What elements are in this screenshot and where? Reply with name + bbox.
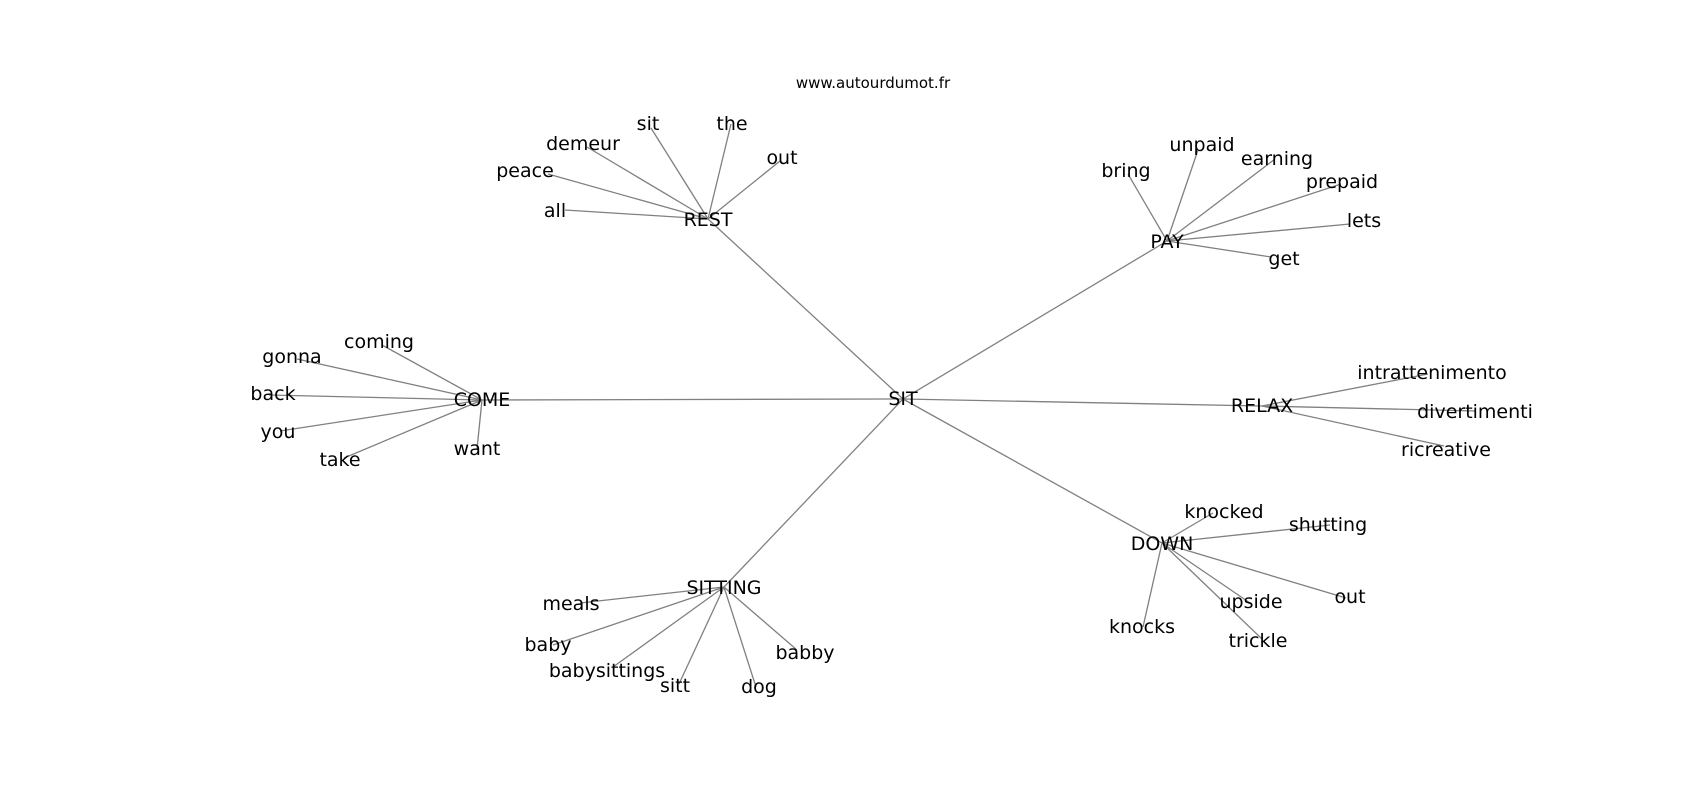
node-label-come: COME — [454, 389, 511, 411]
edge-sit-pay — [902, 240, 1168, 400]
edge-rest-out — [707, 160, 781, 220]
node-label-knocks: knocks — [1109, 616, 1175, 638]
node-label-demeur: demeur — [546, 133, 620, 155]
node-label-earning: earning — [1241, 148, 1313, 170]
edge-rest-demeur — [586, 146, 709, 220]
edge-down-trickle — [1161, 542, 1263, 640]
node-label-sit: SIT — [888, 388, 918, 410]
node-label-lets: lets — [1347, 210, 1381, 232]
edge-relax-ricreative — [1261, 405, 1445, 447]
edge-sit-down — [902, 398, 1163, 544]
edge-come-you — [279, 399, 483, 432]
edge-sitting-meals — [579, 586, 725, 604]
edge-come-want — [476, 399, 483, 450]
node-label-take: take — [319, 449, 360, 471]
edge-down-shutting — [1161, 524, 1331, 544]
edge-pay-unpaid — [1166, 149, 1199, 242]
node-label-dog: dog — [741, 676, 777, 698]
edge-sitting-dog — [723, 586, 757, 688]
node-label-shutting: shutting — [1289, 514, 1367, 536]
edge-layer — [268, 123, 1477, 688]
node-label-sit: sit — [637, 113, 660, 135]
edge-come-coming — [381, 344, 483, 401]
edge-sitting-babby — [723, 586, 798, 651]
node-label-babysittings: babysittings — [549, 660, 665, 682]
edge-pay-prepaid — [1166, 183, 1342, 242]
edge-sitting-babysittings — [612, 586, 725, 668]
node-label-meals: meals — [542, 593, 599, 615]
node-label-sitt: sitt — [660, 675, 690, 697]
edge-down-out — [1161, 542, 1347, 599]
edge-pay-lets — [1166, 223, 1351, 242]
node-label-peace: peace — [496, 160, 554, 182]
node-label-gonna: gonna — [262, 346, 321, 368]
edge-pay-bring — [1127, 173, 1168, 242]
node-label-all: all — [544, 200, 566, 222]
node-label-divertimenti: divertimenti — [1417, 401, 1533, 423]
edge-come-gonna — [296, 358, 483, 401]
node-label-relax: RELAX — [1231, 395, 1293, 417]
node-label-coming: coming — [344, 331, 414, 353]
source-watermark: www.autourdumot.fr — [796, 74, 951, 92]
edge-relax-divertimenti — [1261, 405, 1477, 412]
node-label-the: the — [716, 113, 747, 135]
node-label-get: get — [1268, 248, 1299, 270]
node-label-knocked: knocked — [1184, 501, 1263, 523]
edge-rest-peace — [547, 173, 709, 220]
edge-pay-get — [1166, 240, 1272, 258]
node-layer: SIT REST PAY COME RELAX SITTING DOWN all peace de… — [250, 113, 1532, 698]
node-label-upside: upside — [1219, 591, 1282, 613]
edge-rest-sit — [650, 127, 709, 220]
edge-relax-intrattenimento — [1261, 373, 1429, 407]
node-label-intrattenimento: intrattenimento — [1357, 362, 1506, 384]
node-label-trickle: trickle — [1229, 630, 1288, 652]
node-label-babby: babby — [775, 642, 834, 664]
node-label-pay: PAY — [1150, 231, 1184, 253]
edge-down-knocks — [1142, 542, 1163, 628]
edge-sitting-baby — [552, 586, 725, 646]
edge-sit-relax — [902, 398, 1263, 407]
node-label-unpaid: unpaid — [1169, 134, 1234, 156]
edge-down-knocked — [1161, 512, 1214, 544]
edge-sitting-sitt — [678, 586, 725, 685]
edge-come-take — [343, 399, 483, 459]
node-label-out: out — [1334, 586, 1365, 608]
node-label-you: you — [261, 421, 296, 443]
node-label-down: DOWN — [1131, 533, 1194, 555]
node-label-back: back — [250, 383, 295, 405]
node-label-want: want — [454, 438, 501, 460]
node-label-prepaid: prepaid — [1306, 171, 1378, 193]
edge-down-upside — [1161, 542, 1251, 604]
node-label-baby: baby — [524, 634, 571, 656]
edge-rest-the — [707, 123, 732, 220]
edge-rest-all — [564, 209, 709, 220]
node-label-rest: REST — [684, 209, 733, 231]
edge-sit-rest — [707, 218, 904, 400]
node-label-bring: bring — [1101, 160, 1150, 182]
node-label-sitting: SITTING — [686, 577, 761, 599]
edge-come-back — [268, 394, 483, 401]
edge-sit-come — [481, 398, 904, 401]
edge-pay-earning — [1166, 158, 1276, 242]
edge-sit-sitting — [723, 398, 904, 588]
node-label-out: out — [766, 147, 797, 169]
node-label-ricreative: ricreative — [1401, 439, 1491, 461]
